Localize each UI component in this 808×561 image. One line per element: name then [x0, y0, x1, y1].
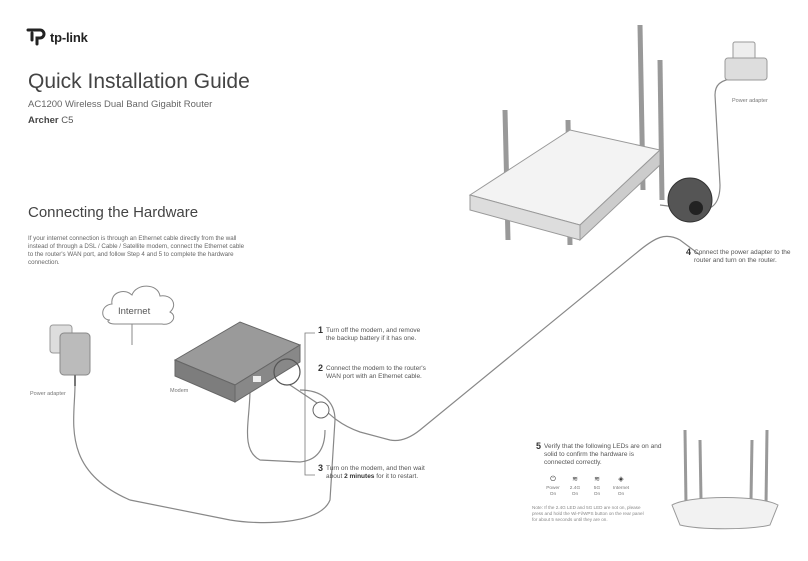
- model-name: Archer C5: [28, 115, 73, 126]
- router-small: [671, 429, 779, 530]
- internet-icon: ◈: [618, 476, 624, 483]
- step-bracket: [304, 332, 315, 476]
- step-2-number: 2: [318, 363, 324, 373]
- step-4-number: 4: [686, 247, 692, 257]
- power-adapter-left-label: Power adapter: [30, 391, 66, 397]
- power-icon: ⏻: [550, 476, 556, 483]
- power-adapter-right: [724, 41, 768, 81]
- led-note: Note: If the 2.4G LED and 5G LED are not…: [532, 505, 644, 522]
- internet-cloud: [102, 285, 175, 345]
- step-5-number: 5: [536, 441, 542, 451]
- internet-label: Internet: [118, 306, 151, 317]
- ethernet-cable: [289, 235, 701, 442]
- step-1-text: Turn off the modem, and remove the backu…: [326, 327, 421, 342]
- step-4-text: Connect the power adapter to the router …: [694, 249, 791, 264]
- tp-link-logo: tp-link: [26, 28, 88, 46]
- model-prefix: Archer: [28, 115, 59, 126]
- tp-link-logo-icon: [26, 28, 46, 46]
- model-suffix: C5: [61, 115, 74, 126]
- step-1-number: 1: [318, 325, 324, 335]
- step-3-number: 3: [318, 463, 324, 473]
- page-subtitle: AC1200 Wireless Dual Band Gigabit Router: [28, 99, 213, 110]
- step-3-text: Turn on the modem, and then wait about 2…: [326, 465, 425, 480]
- modem-device: [173, 321, 302, 403]
- power-adapter-left: [49, 324, 91, 386]
- wifi-2g-icon: ≋: [572, 476, 578, 483]
- step-2-text: Connect the modem to the router's WAN po…: [326, 365, 426, 380]
- step-5-text: Verify that the following LEDs are on an…: [544, 443, 662, 466]
- wifi-5g-icon: ≋: [594, 476, 600, 483]
- section-intro: If your internet connection is through a…: [28, 235, 245, 266]
- page-title: Quick Installation Guide: [28, 70, 250, 93]
- cable-highlight: [312, 401, 330, 419]
- logo-text: tp-link: [50, 29, 88, 45]
- modem-power-cable: [73, 384, 336, 524]
- section-title: Connecting the Hardware: [28, 204, 199, 221]
- router-device: [468, 24, 713, 246]
- modem-label: Modem: [170, 388, 189, 394]
- power-adapter-right-label: Power adapter: [732, 98, 768, 104]
- modem-loop-cable: [246, 389, 326, 463]
